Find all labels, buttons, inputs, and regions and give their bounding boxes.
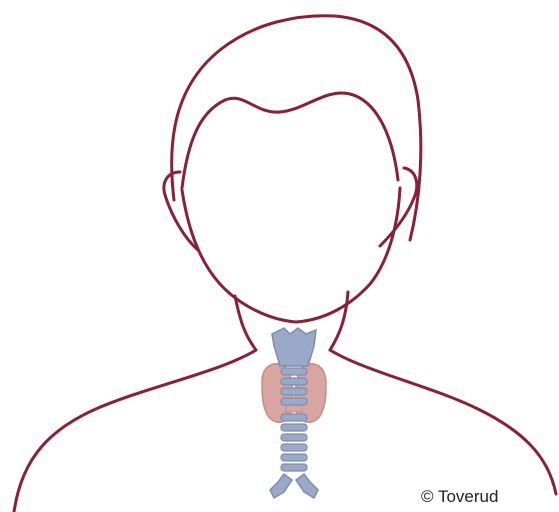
copyright-credit: © Toverud xyxy=(421,487,498,507)
trachea-ring xyxy=(281,378,307,385)
trachea-ring xyxy=(281,398,307,405)
trachea-ring xyxy=(281,464,307,471)
trachea-ring xyxy=(281,424,307,431)
bronchus-left xyxy=(270,474,292,498)
right-shoulder xyxy=(330,350,556,494)
bronchus-right xyxy=(296,474,318,498)
hairline xyxy=(182,93,398,188)
trachea-ring xyxy=(281,414,307,421)
trachea-ring xyxy=(281,368,307,375)
larynx xyxy=(272,328,316,366)
left-shoulder xyxy=(14,350,256,512)
trachea-ring xyxy=(281,388,307,395)
trachea-ring xyxy=(281,444,307,451)
jaw-outline xyxy=(182,188,400,322)
trachea-ring xyxy=(281,454,307,461)
head-outline xyxy=(164,16,421,322)
trachea-ring xyxy=(281,434,307,441)
neck-right xyxy=(330,292,348,350)
